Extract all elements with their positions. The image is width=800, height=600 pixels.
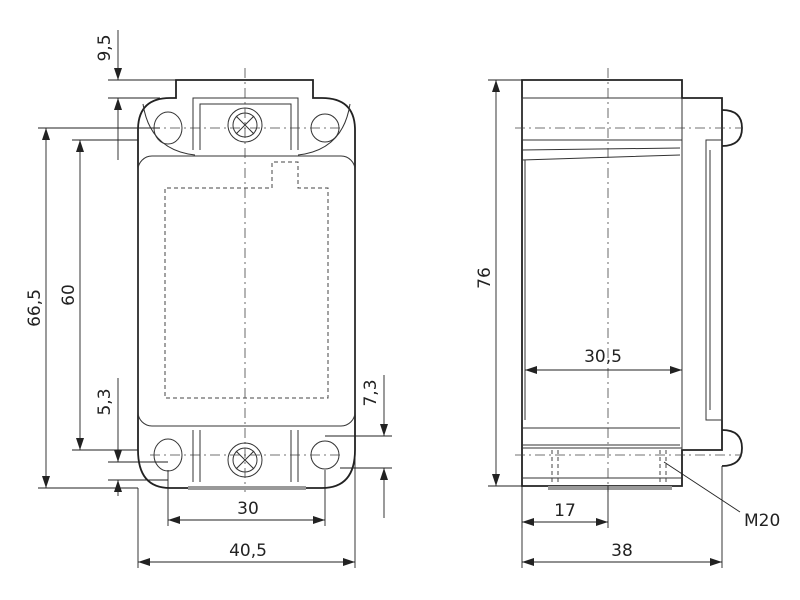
dim-total-width: 40,5 <box>229 541 267 561</box>
side-taper-top <box>521 147 681 161</box>
front-top-slot <box>192 97 299 150</box>
front-inner-panel <box>137 155 356 427</box>
front-inner-contour <box>142 103 351 156</box>
dim-thread-offset: 17 <box>554 501 576 521</box>
side-base-plate <box>548 486 672 490</box>
dim-side-height: 76 <box>475 267 495 289</box>
front-base-plate <box>188 486 306 490</box>
dim-hole-spacing-h: 30 <box>237 499 259 519</box>
dim-top-offset: 9,5 <box>95 34 115 61</box>
front-bottom-slots <box>192 430 299 482</box>
thread-callout: M20 <box>744 511 780 531</box>
hidden-contour <box>164 161 329 399</box>
front-dimensions: 9,5 66,5 60 5,3 7,3 30 40,5 <box>25 30 392 568</box>
dim-right-offset: 7,3 <box>361 379 381 406</box>
front-view <box>137 68 356 492</box>
knob-bottom <box>721 429 743 467</box>
side-view <box>515 68 743 492</box>
dim-inner-width: 30,5 <box>584 347 622 367</box>
front-housing-outline <box>137 79 356 489</box>
dim-hole-spacing-v: 60 <box>59 284 79 306</box>
dim-bottom-offset: 5,3 <box>95 388 115 415</box>
side-top-band <box>521 97 682 141</box>
side-left-inner <box>521 160 526 420</box>
thread-hidden-lines <box>551 450 667 484</box>
side-body-outline <box>521 79 723 487</box>
side-dimensions: 76 30,5 17 38 M20 <box>475 79 780 568</box>
dim-side-width: 38 <box>611 541 633 561</box>
side-cover-plate <box>705 139 723 421</box>
side-bottom-band <box>522 427 682 449</box>
dim-total-height: 66,5 <box>25 289 45 327</box>
